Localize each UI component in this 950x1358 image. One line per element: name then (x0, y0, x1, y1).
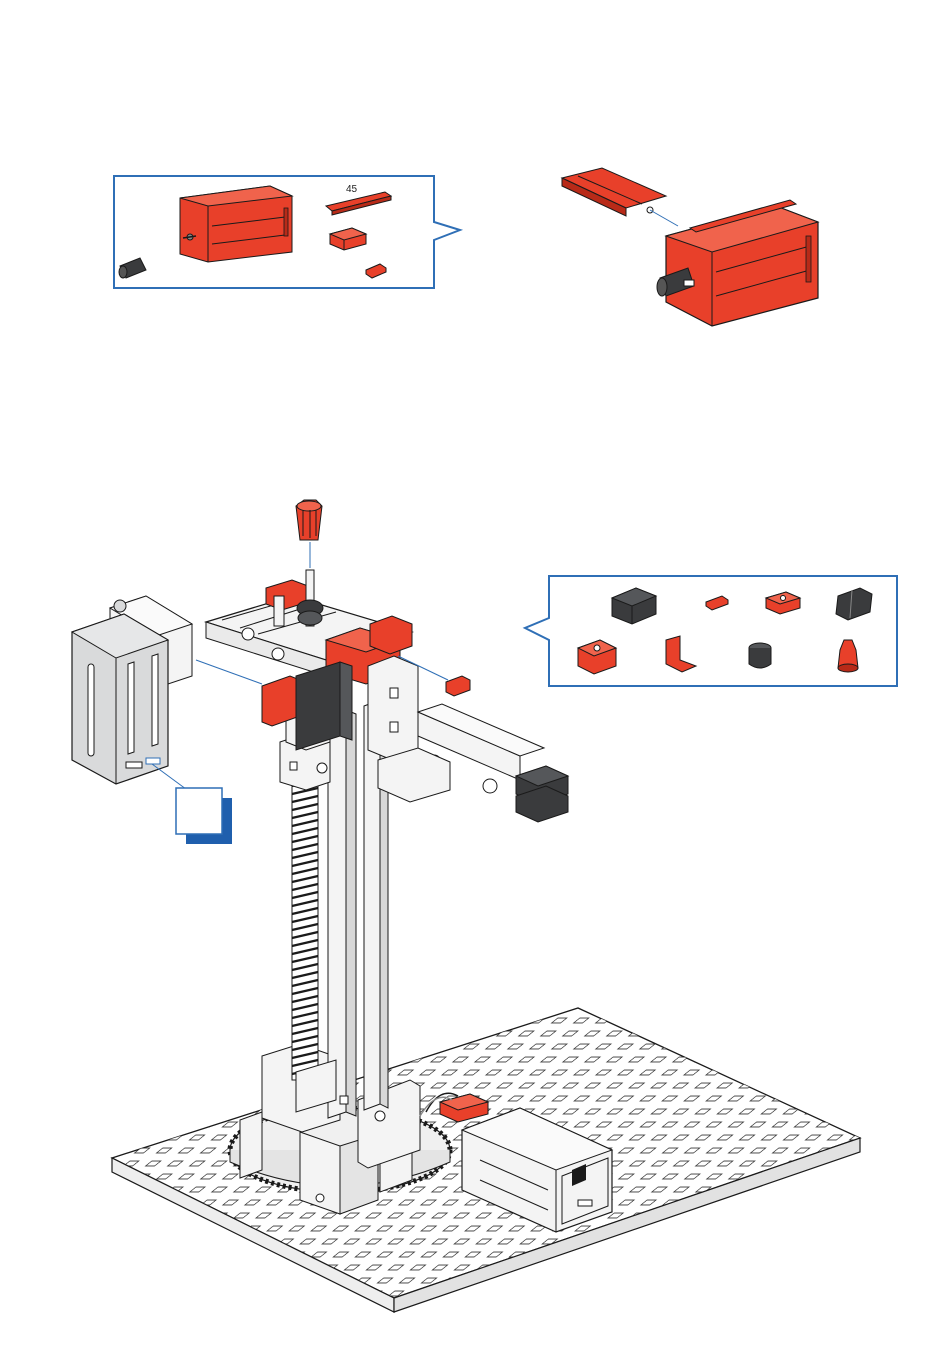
motor-block-part (180, 186, 292, 262)
step2-parts-callout (525, 576, 897, 686)
strut-length-label: 45 (346, 184, 358, 195)
step-badge (176, 788, 232, 844)
step1-parts-callout: 45 (114, 176, 460, 288)
step1-assembled-motor (562, 168, 818, 326)
vertical-column (280, 700, 388, 1118)
black-hub-nut-part (749, 643, 771, 668)
